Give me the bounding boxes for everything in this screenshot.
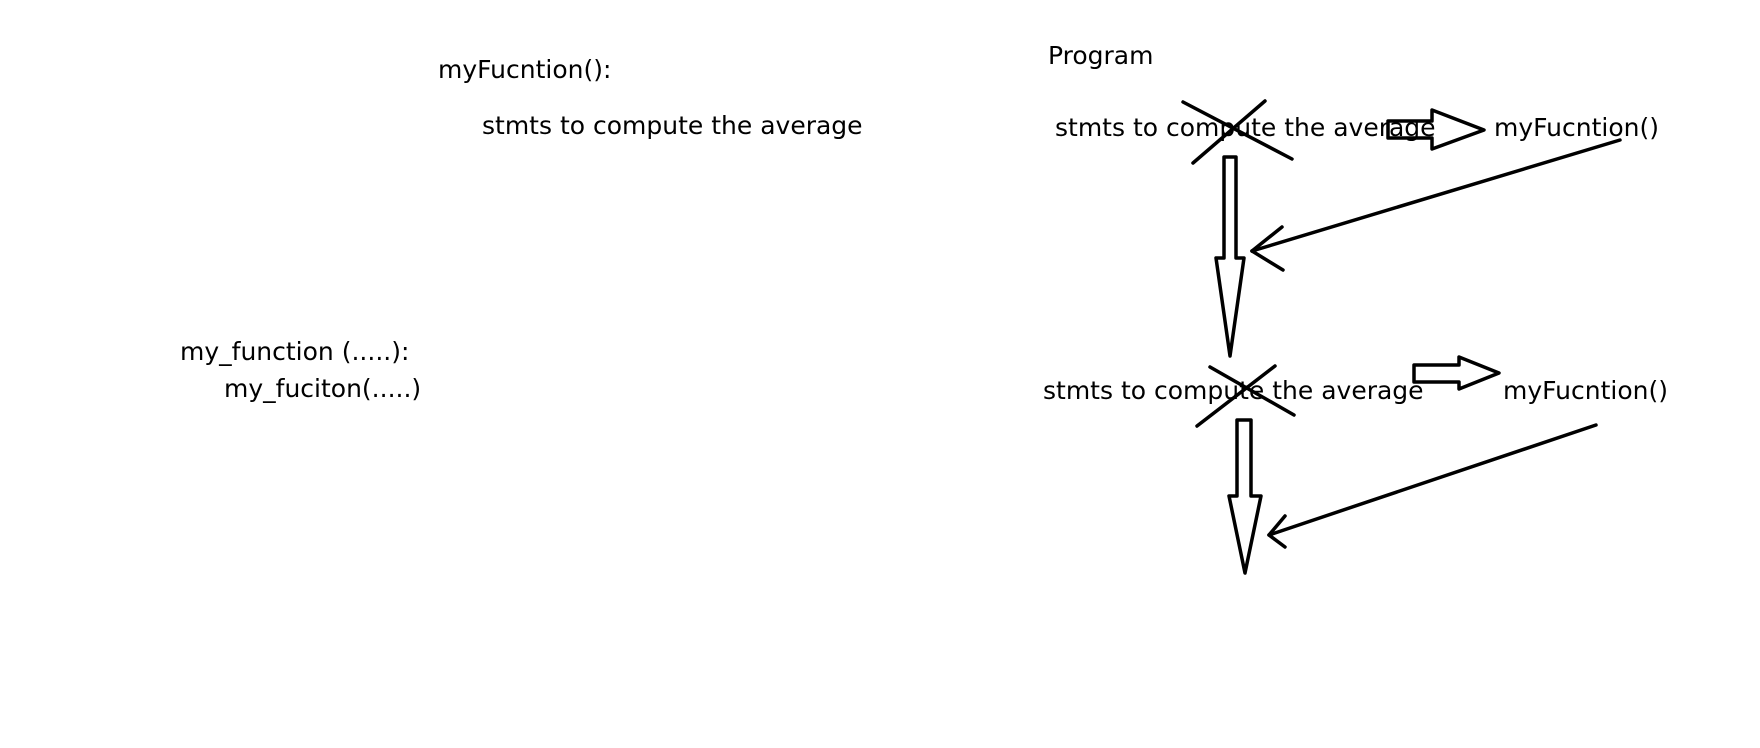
recursive-header-text: my_function (.....): <box>180 337 410 366</box>
def-body-text: stmts to compute the average <box>482 111 863 140</box>
row1-right-block-arrow <box>1386 108 1486 151</box>
program-label: Program <box>1048 41 1154 70</box>
recursive-call-text: my_fuciton(.....) <box>224 374 422 403</box>
row2-call-text: myFucntion() <box>1503 376 1668 405</box>
row1-down-block-arrow <box>1214 155 1246 358</box>
row2-right-block-arrow <box>1412 355 1501 391</box>
row2-cross-out-mark <box>1195 364 1296 428</box>
def-header-text: myFucntion(): <box>438 55 612 84</box>
row1-call-text: myFucntion() <box>1494 113 1659 142</box>
row1-return-arrow <box>1250 138 1622 272</box>
row1-cross-out-mark <box>1181 99 1294 165</box>
row2-down-block-arrow <box>1227 418 1263 575</box>
row2-return-arrow <box>1267 423 1598 549</box>
